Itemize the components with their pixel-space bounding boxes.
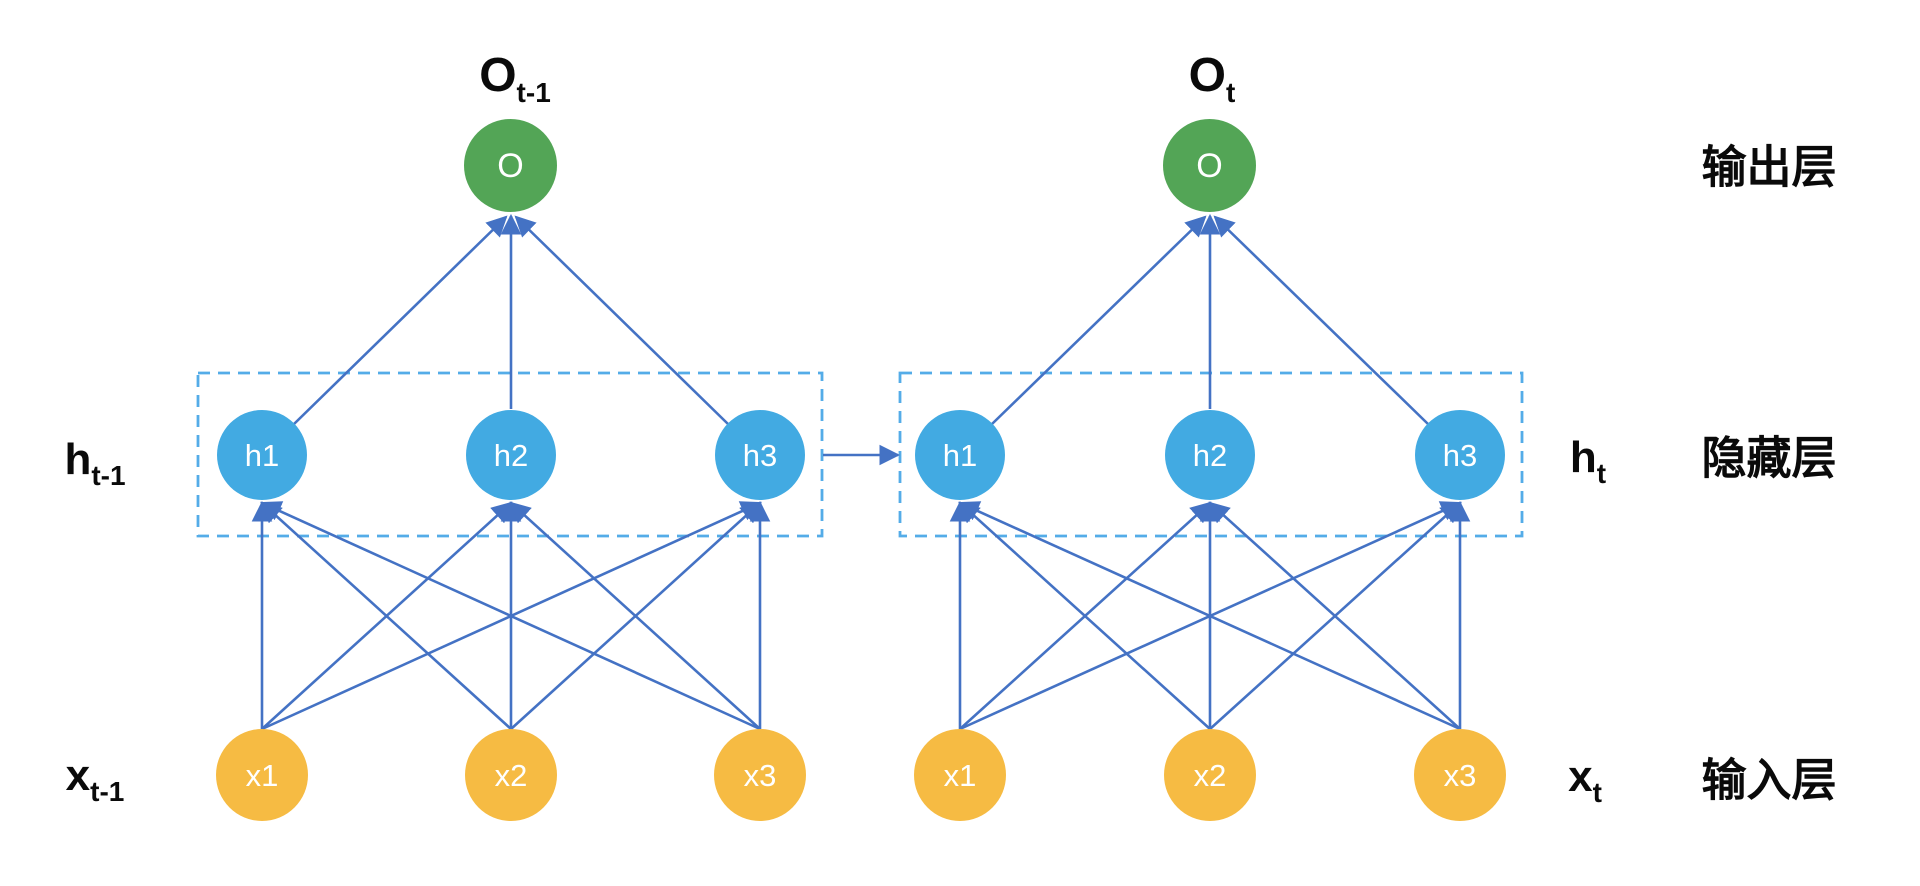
label-hidden-curr: ht	[1569, 433, 1606, 488]
label-subscript: t-1	[516, 77, 551, 108]
label-base: x	[1568, 752, 1593, 801]
input-to-hidden-connections-prev	[251, 500, 771, 731]
node-label: h1	[244, 437, 280, 473]
node-label: x2	[494, 757, 528, 793]
input-node-x3-prev: x3	[714, 729, 806, 821]
input-node-x2-prev: x2	[465, 729, 557, 821]
hidden-node-h3-prev: h3	[715, 410, 805, 500]
node-label: O	[497, 146, 524, 185]
hidden-to-output-connections-curr	[991, 213, 1429, 425]
label-output-curr: Ot	[1188, 49, 1236, 107]
label-input-curr: xt	[1568, 752, 1602, 807]
label-subscript: t-1	[90, 776, 125, 807]
output-node-curr: O	[1163, 119, 1256, 212]
input-node-x3-curr: x3	[1414, 729, 1506, 821]
node-label: x3	[743, 757, 777, 793]
node-label: x2	[1193, 757, 1227, 793]
hidden-node-h2-prev: h2	[466, 410, 556, 500]
label-base: O	[1188, 49, 1227, 102]
input-node-x1-curr: x1	[914, 729, 1006, 821]
hidden-node-h3-curr: h3	[1415, 410, 1505, 500]
input-node-x2-curr: x2	[1164, 729, 1256, 821]
node-label: h3	[742, 437, 778, 473]
label-subscript: t	[1226, 77, 1236, 108]
label-base: h	[1569, 433, 1597, 482]
label-base: h	[64, 435, 92, 484]
input-node-x1-prev: x1	[216, 729, 308, 821]
hidden-node-h2-curr: h2	[1165, 410, 1255, 500]
label-base: O	[479, 49, 517, 102]
node-label: h2	[1192, 437, 1228, 473]
label-base: x	[65, 751, 91, 800]
node-label: h3	[1442, 437, 1478, 473]
hidden-to-output-connections-prev	[293, 213, 729, 425]
label-subscript: t	[1596, 458, 1607, 489]
layer-label-output: 输出层	[1701, 141, 1837, 193]
layer-label-input: 输入层	[1701, 754, 1837, 806]
hidden-node-h1-prev: h1	[217, 410, 307, 500]
node-label: x1	[245, 757, 279, 793]
hidden-node-h1-curr: h1	[915, 410, 1005, 500]
label-subscript: t-1	[91, 460, 126, 491]
label-hidden-prev: ht-1	[64, 435, 125, 490]
output-node-prev: O	[464, 119, 557, 212]
input-to-hidden-connections-curr	[949, 500, 1471, 731]
node-label: x3	[1443, 757, 1477, 793]
node-label: h1	[942, 437, 978, 473]
node-label: x1	[943, 757, 977, 793]
layer-label-hidden: 隐藏层	[1701, 432, 1837, 484]
label-output-prev: Ot-1	[479, 49, 551, 107]
label-subscript: t	[1592, 777, 1602, 808]
label-input-prev: xt-1	[65, 751, 125, 806]
node-label: O	[1196, 146, 1223, 185]
node-label: h2	[493, 437, 529, 473]
